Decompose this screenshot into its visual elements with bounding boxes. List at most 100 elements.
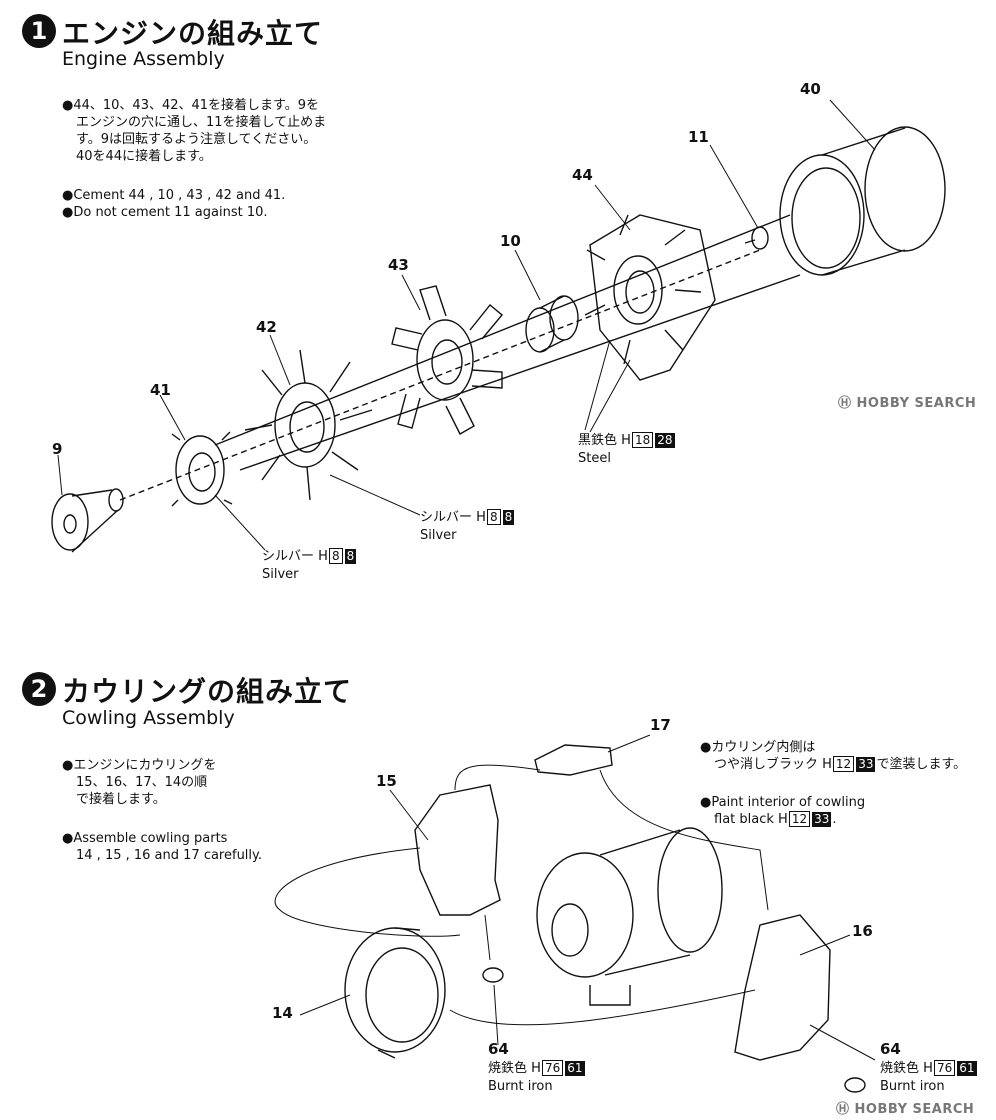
watermark-logo-icon: Ⓗ — [836, 1102, 850, 1117]
watermark-text: HOBBY SEARCH — [854, 1102, 975, 1117]
note-text: flat black H — [714, 812, 788, 827]
step-2-number: 2 — [22, 672, 56, 706]
step-2-title-en: Cowling Assembly — [62, 707, 235, 729]
note-line: ●Cement 44 , 10 , 43 , 42 and 41. — [62, 188, 286, 203]
paint-code-dark: 8 — [502, 510, 515, 525]
paint-code-dark: 61 — [565, 1061, 585, 1076]
part-label-9: 9 — [52, 440, 63, 458]
paint-name-jp: 焼鉄色 — [488, 1061, 528, 1076]
step1-leaders — [57, 99, 876, 551]
part-43-drawing — [391, 285, 503, 435]
watermark-logo-icon: Ⓗ — [838, 396, 852, 411]
step-2-notes-en: ●Assemble cowling parts 14 , 15 , 16 and… — [62, 830, 262, 864]
watermark-top: Ⓗ HOBBY SEARCH — [838, 392, 976, 411]
part-label-44: 44 — [572, 166, 593, 184]
paint-name-en: Silver — [420, 528, 457, 543]
note-line: 40を44に接着します。 — [76, 149, 212, 164]
note-line: ●カウリング内側は — [700, 740, 816, 755]
part-10-drawing — [525, 295, 579, 353]
paint-code-dark: 61 — [957, 1061, 977, 1076]
note-line: 15、16、17、14の順 — [76, 775, 208, 790]
step-1-notes-jp: ●44、10、43、42、41を接着します。9を エンジンの穴に通し、11を接着… — [62, 97, 326, 165]
note-text: つや消しブラック H — [714, 757, 832, 772]
step2-guides — [274, 734, 876, 1061]
note-line: ●Do not cement 11 against 10. — [62, 205, 268, 220]
paint-code-box: 8 — [486, 509, 501, 525]
engine-in-cowling-drawing — [536, 827, 723, 1006]
part-42-drawing — [244, 349, 373, 501]
paint-h-prefix: H — [531, 1061, 541, 1076]
part-17-drawing — [534, 744, 613, 776]
note-line: ●Paint interior of cowling — [700, 795, 866, 810]
paint-code-dark: 8 — [344, 549, 357, 564]
part-label-40: 40 — [800, 80, 821, 98]
paint-name-jp: シルバー — [262, 549, 315, 564]
part-label-11: 11 — [688, 128, 709, 146]
paint-code-box: 18 — [631, 432, 654, 448]
part-label-17: 17 — [650, 716, 671, 734]
step-1-title-en: Engine Assembly — [62, 48, 225, 70]
note-line: す。9は回転するよう注意してください。 — [76, 132, 317, 147]
paint-h-prefix: H — [621, 433, 631, 448]
note-text: で塗装します。 — [876, 757, 967, 772]
note-line: 14 , 15 , 16 and 17 carefully. — [76, 848, 262, 863]
paint-code-box: 8 — [328, 548, 343, 564]
paint-h-prefix: H — [318, 549, 328, 564]
step-2-notes-jp: ●エンジンにカウリングを 15、16、17、14の順 で接着します。 — [62, 757, 216, 808]
part-label-64: 64 — [488, 1040, 509, 1058]
step-1-notes-en: ●Cement 44 , 10 , 43 , 42 and 41. ●Do no… — [62, 187, 285, 221]
paint-name-jp: シルバー — [420, 510, 473, 525]
note-text: . — [832, 812, 837, 827]
paint-h-prefix: H — [923, 1061, 933, 1076]
watermark-text: HOBBY SEARCH — [856, 396, 977, 411]
paint-name-jp: 黒鉄色 — [578, 433, 618, 448]
paint-name-en: Burnt iron — [880, 1079, 945, 1094]
part-label-41: 41 — [150, 381, 171, 399]
note-line: ●Assemble cowling parts — [62, 831, 228, 846]
part-11-drawing — [744, 226, 769, 250]
part-44-drawing — [584, 214, 716, 381]
note-line: エンジンの穴に通し、11を接着して止めま — [76, 115, 327, 130]
paint-code-box: 76 — [933, 1060, 956, 1076]
part-41-drawing — [171, 431, 233, 507]
part-label-42: 42 — [256, 318, 277, 336]
part-label-10: 10 — [500, 232, 521, 250]
part-16-drawing — [734, 914, 831, 1061]
step-1-number: 1 — [22, 14, 56, 48]
part-label-14: 14 — [272, 1004, 293, 1022]
note-line: ●エンジンにカウリングを — [62, 758, 217, 773]
paint-name-en: Silver — [262, 567, 299, 582]
paint-name-jp: 焼鉄色 — [880, 1061, 920, 1076]
paint-code-box: 76 — [541, 1060, 564, 1076]
paint-code-dark: 28 — [655, 433, 675, 448]
part-15-drawing — [414, 784, 501, 916]
paint-name-en: Burnt iron — [488, 1079, 553, 1094]
part-64-drawing — [482, 967, 866, 1093]
paint-code-dark: 33 — [856, 757, 876, 772]
paint-code-dark: 33 — [812, 812, 832, 827]
part-label-15: 15 — [376, 772, 397, 790]
paint-name-en: Steel — [578, 451, 611, 466]
note-line: ●44、10、43、42、41を接着します。9を — [62, 98, 320, 113]
paint-h-prefix: H — [476, 510, 486, 525]
part-14-drawing — [344, 927, 446, 1059]
paint-code-box: 12 — [832, 756, 855, 772]
part-label-43: 43 — [388, 256, 409, 274]
note-line: で接着します。 — [76, 792, 166, 807]
watermark-bottom: Ⓗ HOBBY SEARCH — [836, 1098, 974, 1117]
part-9-drawing — [51, 488, 124, 553]
part-label-16: 16 — [852, 922, 873, 940]
part-40-drawing — [779, 126, 946, 276]
step-1-title-jp: エンジンの組み立て — [62, 17, 324, 50]
paint-code-box: 12 — [788, 811, 811, 827]
